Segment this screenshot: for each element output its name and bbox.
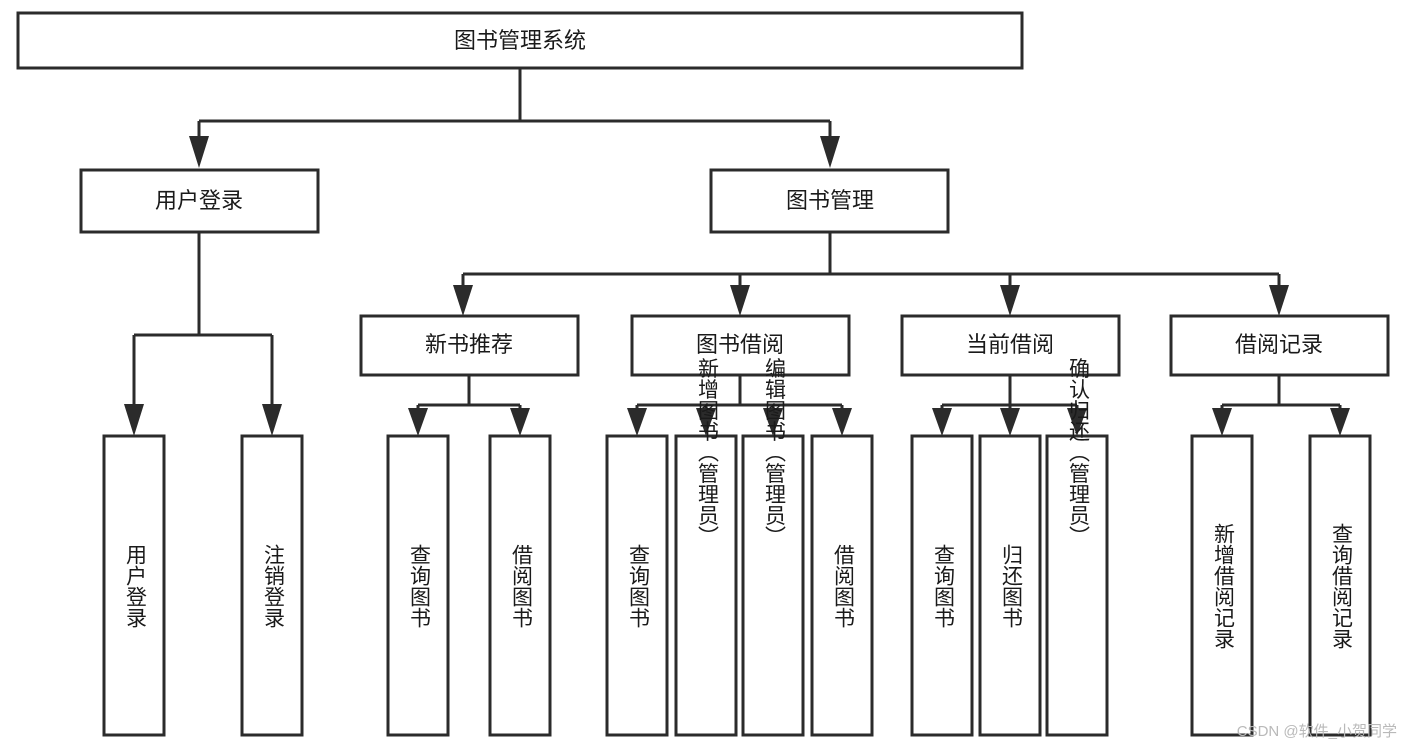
node-leaf-confirm-return-label: 确认归还（管理员） — [1066, 358, 1090, 547]
arrow-head-borrow-record — [1269, 285, 1289, 316]
node-new-book-recommend[interactable]: 新书推荐 — [359, 314, 580, 377]
node-leaf-return-book[interactable]: 归还图书 — [978, 434, 1042, 737]
arrow-head-new-book-recommend — [453, 285, 473, 316]
node-leaf-borrow-book-2[interactable]: 借阅图书 — [810, 434, 874, 737]
connectors — [124, 68, 1350, 436]
node-leaf-query-record-box[interactable] — [1308, 434, 1372, 737]
node-leaf-edit-book-label: 编辑图书（管理员） — [762, 358, 786, 547]
arrow-head-leaf-query-book-1 — [408, 408, 428, 436]
node-book-manage[interactable]: 图书管理 — [709, 168, 950, 234]
arrow-head-leaf-borrow-book-2 — [832, 408, 852, 436]
node-leaf-user-login-label: 用户登录 — [123, 544, 147, 628]
node-leaf-return-book-label: 归还图书 — [999, 544, 1023, 628]
arrow-head-leaf-add-book — [696, 408, 716, 436]
node-leaf-query-record[interactable]: 查询借阅记录 — [1308, 434, 1372, 737]
arrow-head-book-manage — [820, 136, 840, 168]
node-leaf-query-book-1[interactable]: 查询图书 — [386, 434, 450, 737]
node-leaf-user-logout-box[interactable] — [240, 434, 304, 737]
node-root-label: 图书管理系统 — [454, 28, 586, 53]
node-book-manage-box[interactable] — [709, 168, 950, 234]
node-leaf-query-book-3-box[interactable] — [910, 434, 974, 737]
node-leaf-borrow-book-2-box[interactable] — [810, 434, 874, 737]
node-borrow-record-label: 借阅记录 — [1235, 332, 1323, 357]
arrow-head-leaf-query-book-2 — [627, 408, 647, 436]
node-current-borrow-label: 当前借阅 — [966, 332, 1054, 357]
node-user-login-label: 用户登录 — [155, 188, 243, 213]
arrow-head-leaf-user-logout — [262, 404, 282, 436]
node-leaf-return-book-box[interactable] — [978, 434, 1042, 737]
node-leaf-edit-book[interactable]: 编辑图书（管理员） — [741, 358, 805, 737]
node-user-login[interactable]: 用户登录 — [79, 168, 320, 234]
node-leaf-edit-book-box[interactable] — [741, 434, 805, 737]
arrow-head-leaf-user-login — [124, 404, 144, 436]
node-leaf-query-book-3[interactable]: 查询图书 — [910, 434, 974, 737]
node-current-borrow-box[interactable] — [900, 314, 1121, 377]
node-leaf-add-record-box[interactable] — [1190, 434, 1254, 737]
node-leaf-query-book-2[interactable]: 查询图书 — [605, 434, 669, 737]
arrow-head-leaf-edit-book — [763, 408, 783, 436]
node-leaf-add-record[interactable]: 新增借阅记录 — [1190, 434, 1254, 737]
node-book-manage-label: 图书管理 — [786, 188, 874, 213]
node-leaf-query-book-2-label: 查询图书 — [626, 544, 650, 628]
arrow-head-leaf-return-book — [1000, 408, 1020, 436]
node-leaf-query-book-1-label: 查询图书 — [407, 544, 431, 628]
node-leaf-query-book-2-box[interactable] — [605, 434, 669, 737]
arrow-head-user-login — [189, 136, 209, 168]
node-new-book-recommend-label: 新书推荐 — [425, 332, 513, 357]
node-root[interactable]: 图书管理系统 — [16, 11, 1024, 70]
node-leaf-query-book-3-label: 查询图书 — [931, 544, 955, 628]
node-leaf-add-book[interactable]: 新增图书（管理员） — [674, 358, 738, 737]
node-leaf-borrow-book-1-label: 借阅图书 — [509, 544, 533, 628]
node-leaf-query-book-1-box[interactable] — [386, 434, 450, 737]
node-root-box[interactable] — [16, 11, 1024, 70]
node-leaf-confirm-return-box[interactable] — [1045, 434, 1109, 737]
node-leaf-add-record-label: 新增借阅记录 — [1211, 523, 1235, 649]
node-book-borrow[interactable]: 图书借阅 — [630, 314, 851, 377]
node-leaf-confirm-return[interactable]: 确认归还（管理员） — [1045, 358, 1109, 737]
node-leaf-borrow-book-1[interactable]: 借阅图书 — [488, 434, 552, 737]
node-leaf-borrow-book-1-box[interactable] — [488, 434, 552, 737]
node-leaf-add-book-box[interactable] — [674, 434, 738, 737]
arrow-head-leaf-query-book-3 — [932, 408, 952, 436]
node-leaf-user-login[interactable]: 用户登录 — [102, 434, 166, 737]
node-book-borrow-label: 图书借阅 — [696, 332, 784, 357]
node-current-borrow[interactable]: 当前借阅 — [900, 314, 1121, 377]
arrow-head-leaf-add-record — [1212, 408, 1232, 436]
arrow-head-book-borrow — [730, 285, 750, 316]
node-user-login-box[interactable] — [79, 168, 320, 234]
arrow-head-leaf-confirm-return — [1067, 408, 1087, 436]
node-borrow-record[interactable]: 借阅记录 — [1169, 314, 1390, 377]
node-borrow-record-box[interactable] — [1169, 314, 1390, 377]
node-leaf-user-login-box[interactable] — [102, 434, 166, 737]
node-leaf-user-logout[interactable]: 注销登录 — [240, 434, 304, 737]
arrow-head-leaf-query-record — [1330, 408, 1350, 436]
node-book-borrow-box[interactable] — [630, 314, 851, 377]
node-leaf-user-logout-label: 注销登录 — [261, 544, 285, 628]
arrow-head-leaf-borrow-book-1 — [510, 408, 530, 436]
node-new-book-recommend-box[interactable] — [359, 314, 580, 377]
node-leaf-query-record-label: 查询借阅记录 — [1329, 523, 1353, 649]
node-leaf-add-book-label: 新增图书（管理员） — [695, 358, 719, 547]
arrow-head-current-borrow — [1000, 285, 1020, 316]
node-leaf-borrow-book-2-label: 借阅图书 — [831, 544, 855, 628]
